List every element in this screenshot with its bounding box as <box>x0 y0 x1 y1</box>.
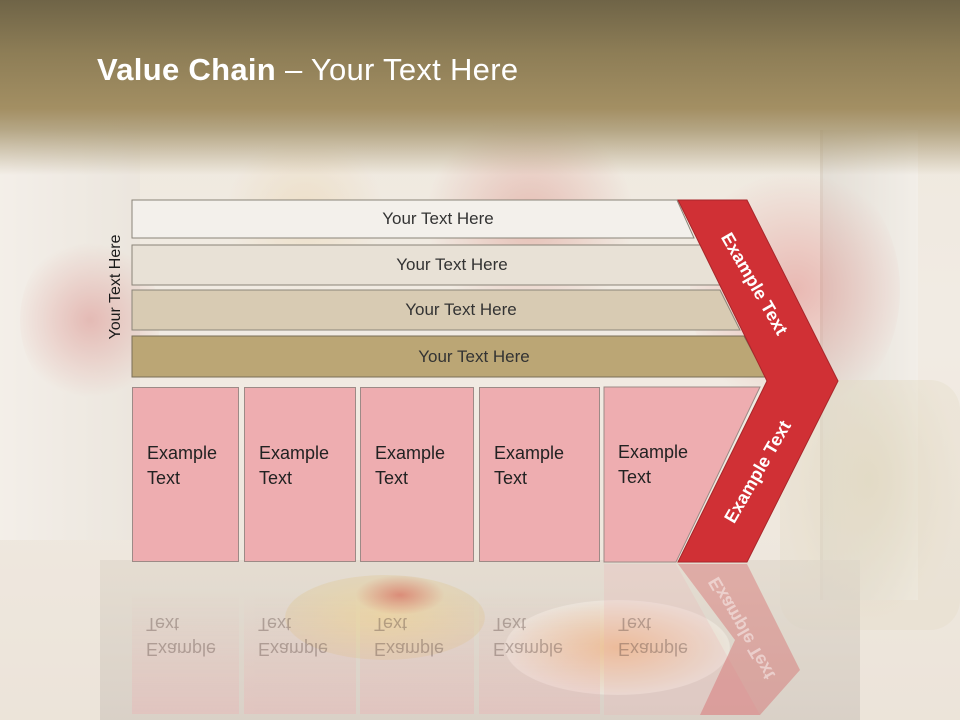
activity-box-4-reflection-line2: Text <box>493 614 527 634</box>
activity-box-2-line1: Example <box>259 443 330 463</box>
activity-box-3-reflection: Example Text <box>360 564 474 714</box>
activity-box-2-reflection: Example Text <box>244 564 356 714</box>
activity-box-1-line2: Text <box>147 468 181 488</box>
activity-box-4-line1: Example <box>494 443 565 463</box>
activity-box-1-reflection-line2: Text <box>146 614 180 634</box>
activity-box-3-line2: Text <box>375 468 409 488</box>
activity-box-2-line2: Text <box>259 468 293 488</box>
activity-box-2-reflection-line2: Text <box>258 614 292 634</box>
margin-chevron <box>677 199 839 563</box>
activity-box-1-reflection: Example Text <box>132 564 239 714</box>
activity-box-5-reflection-line1: Example <box>618 639 689 659</box>
activity-box-4-reflection-line1: Example <box>493 639 564 659</box>
activity-box-4-reflection: Example Text <box>479 564 600 714</box>
activity-box-5-reflection-text: Example Text <box>604 564 714 714</box>
slide-title-bold: Value Chain <box>97 52 277 87</box>
margin-chevron-reflection <box>678 564 800 715</box>
header-band <box>0 0 960 175</box>
activity-box-4[interactable]: Example Text <box>479 387 600 562</box>
activity-box-5-reflection-line2: Text <box>618 614 652 634</box>
activity-box-3-line1: Example <box>375 443 446 463</box>
activity-box-5-shape <box>603 386 761 563</box>
activity-box-3[interactable]: Example Text <box>360 387 474 562</box>
activity-box-2[interactable]: Example Text <box>244 387 356 562</box>
slide-title[interactable]: Value Chain – Your Text Here <box>97 52 518 88</box>
slide-title-rest: – Your Text Here <box>276 52 519 87</box>
activity-box-1-reflection-line1: Example <box>146 639 217 659</box>
activity-box-4-line2: Text <box>494 468 528 488</box>
activity-box-5[interactable]: Example Text <box>604 387 714 562</box>
activity-box-1-line1: Example <box>147 443 218 463</box>
background-wings-plate <box>505 600 730 695</box>
background-salsa-bowl <box>355 575 445 615</box>
activity-box-5-line1: Example <box>618 442 689 462</box>
activity-box-1[interactable]: Example Text <box>132 387 239 562</box>
background-table <box>100 560 860 720</box>
activity-box-5-reflection <box>604 564 760 715</box>
activity-box-5-line2: Text <box>618 467 652 487</box>
activity-box-3-reflection-line1: Example <box>374 639 445 659</box>
background-wall <box>0 120 140 540</box>
activity-box-3-reflection-line2: Text <box>374 614 408 634</box>
activity-box-2-reflection-line1: Example <box>258 639 329 659</box>
